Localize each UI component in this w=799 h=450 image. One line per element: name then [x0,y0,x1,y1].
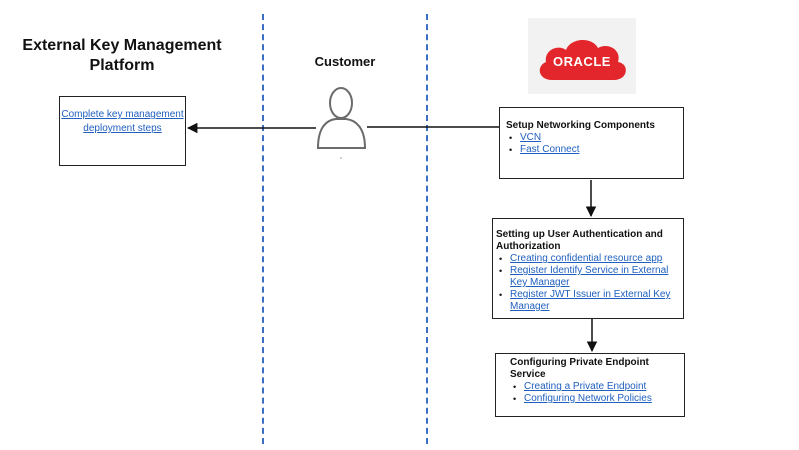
register-jwt-link[interactable]: Register JWT Issuer in External Key Mana… [510,289,671,312]
list-item: •Register JWT Issuer in External Key Man… [499,289,671,312]
list-item: •Fast Connect [509,144,580,155]
person-icon [316,87,367,149]
list-item: •Register Identify Service in External K… [499,265,669,288]
column-divider-right [426,14,428,444]
user-authentication-box: Setting up User Authentication and Autho… [492,218,684,319]
oracle-wordmark: ORACLE [553,54,611,69]
ekm-deployment-box: Complete key management deployment steps [59,96,186,166]
cloud-icon [539,39,626,80]
private-endpoint-box: Configuring Private Endpoint Service •Cr… [495,353,685,417]
list-item: •VCN [509,132,542,143]
networking-heading: Setup Networking Components [506,120,655,131]
create-endpoint-link[interactable]: Creating a Private Endpoint [524,381,647,392]
ekm-deployment-link[interactable]: Complete key management deployment steps [61,109,184,134]
list-item: •Configuring Network Policies [513,393,652,404]
register-identity-link[interactable]: Register Identify Service in External Ke… [510,265,669,288]
column-divider-left [262,14,264,444]
confidential-app-link[interactable]: Creating confidential resource app [510,253,663,264]
auth-heading: Setting up User Authentication and Autho… [496,229,663,252]
customer-title: Customer [314,54,376,69]
endpoint-heading: Configuring Private Endpoint Service [510,357,649,380]
fast-connect-link[interactable]: Fast Connect [520,144,580,155]
vcn-link[interactable]: VCN [520,132,542,143]
oracle-logo: ORACLE [528,18,636,94]
list-item: •Creating a Private Endpoint [513,381,647,392]
list-item: •Creating confidential resource app [499,253,663,264]
external-key-management-title: External Key Management Platform [22,37,222,74]
networking-components-box: Setup Networking Components •VCN •Fast C… [499,107,684,179]
network-policies-link[interactable]: Configuring Network Policies [524,393,652,404]
